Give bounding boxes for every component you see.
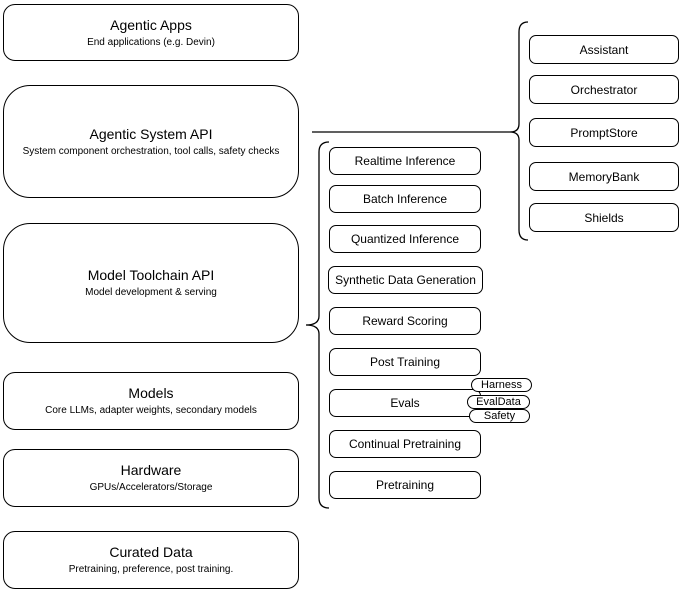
node-quantized-inference: Quantized Inference [329,225,481,253]
node-shields: Shields [529,203,679,232]
box-subtitle: End applications (e.g. Devin) [87,36,215,48]
middle-column-brace [305,141,330,509]
node-label: Orchestrator [570,82,638,97]
box-models: Models Core LLMs, adapter weights, secon… [3,372,299,430]
node-label: Realtime Inference [354,154,456,168]
box-agentic-system-api: Agentic System API System component orch… [3,85,299,198]
node-label: Continual Pretraining [348,437,462,451]
node-label: Post Training [369,355,441,369]
tag-safety: Safety [469,409,530,423]
node-pretraining: Pretraining [329,471,481,499]
box-subtitle: GPUs/Accelerators/Storage [89,482,213,493]
node-label: Pretraining [375,478,435,492]
box-title: Models [128,385,174,401]
node-batch-inference: Batch Inference [329,185,481,213]
node-post-training: Post Training [329,348,481,376]
tag-label: EvalData [476,395,521,408]
box-title: Agentic System API [89,125,213,142]
tag-label: Harness [481,378,522,391]
box-agentic-apps: Agentic Apps End applications (e.g. Devi… [3,4,299,61]
node-label: Evals [390,396,420,410]
node-memorybank: MemoryBank [529,162,679,191]
node-promptstore: PromptStore [529,118,679,147]
node-synthetic-data-generation: Synthetic Data Generation [328,266,483,294]
box-title: Model Toolchain API [87,267,215,283]
node-label: Reward Scoring [362,314,448,328]
box-title: Hardware [120,462,182,478]
box-hardware: Hardware GPUs/Accelerators/Storage [3,449,299,507]
node-orchestrator: Orchestrator [529,75,679,104]
node-reward-scoring: Reward Scoring [329,307,481,335]
node-label: Shields [584,210,624,225]
node-continual-pretraining: Continual Pretraining [329,430,481,458]
box-subtitle: Model development & serving [85,287,217,298]
box-subtitle: System component orchestration, tool cal… [22,145,280,157]
node-label: Batch Inference [362,192,448,206]
node-realtime-inference: Realtime Inference [329,147,481,175]
right-column-brace [509,21,529,241]
node-assistant: Assistant [529,35,679,64]
node-label: MemoryBank [568,169,640,184]
node-label: Assistant [579,42,629,57]
box-model-toolchain-api: Model Toolchain API Model development & … [3,223,299,343]
box-title: Agentic Apps [110,16,192,33]
tag-evaldata: EvalData [467,395,530,409]
box-title: Curated Data [109,544,193,560]
node-label: PromptStore [570,125,638,140]
tag-harness: Harness [471,378,532,392]
box-subtitle: Core LLMs, adapter weights, secondary mo… [45,405,257,416]
box-subtitle: Pretraining, preference, post training. [68,564,234,575]
node-label: Synthetic Data Generation [335,273,476,287]
box-curated-data: Curated Data Pretraining, preference, po… [3,531,299,589]
node-label: Quantized Inference [350,232,460,246]
tag-label: Safety [483,409,516,422]
node-evals: Evals [329,389,481,417]
